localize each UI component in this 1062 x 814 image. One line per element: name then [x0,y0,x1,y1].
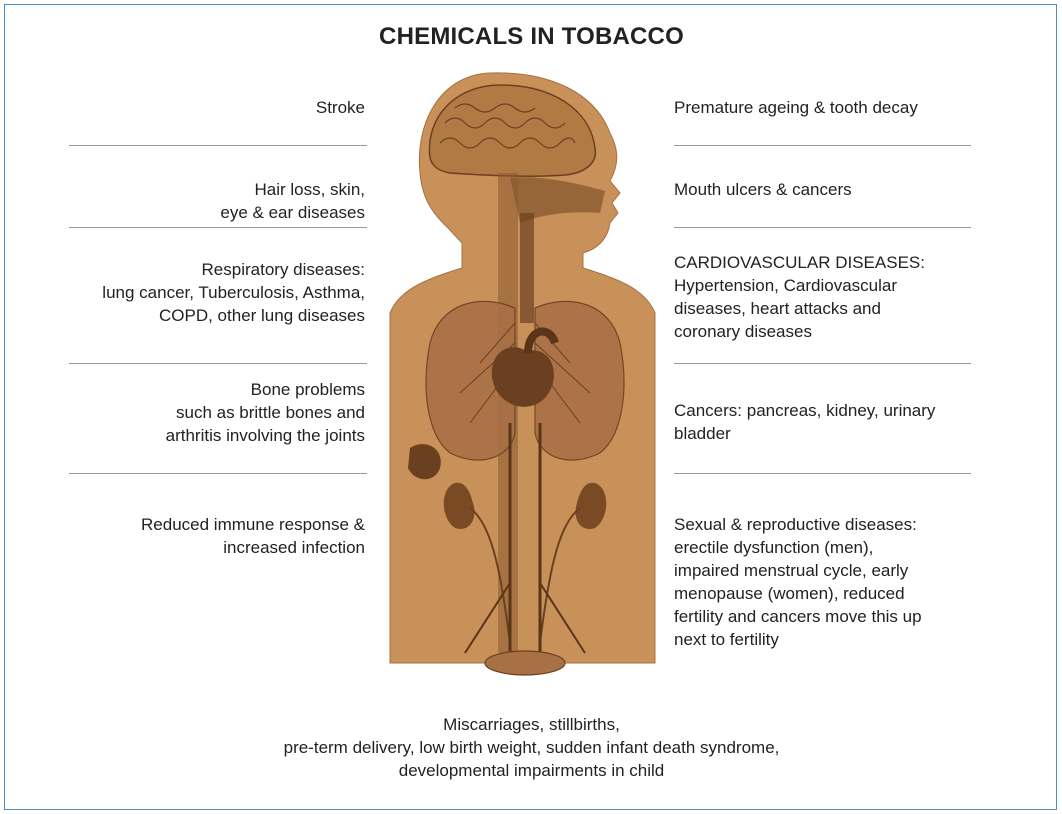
page-title: CHEMICALS IN TOBACCO [5,23,1057,51]
label-respiratory: Respiratory diseases: lung cancer, Tuber… [5,258,365,327]
label-reproductive: Sexual & reproductive diseases: erectile… [674,513,1014,651]
divider [674,145,971,146]
label-ageing: Premature ageing & tooth decay [674,96,1014,119]
divider [69,145,367,146]
label-cardiovascular: CARDIOVASCULAR DISEASES: Hypertension, C… [674,251,1014,343]
infographic-frame: CHEMICALS IN TOBACCO Stroke Hair loss, s… [4,4,1057,810]
divider [674,473,971,474]
divider [69,363,367,364]
label-hair-skin: Hair loss, skin, eye & ear diseases [5,178,365,224]
trachea [520,213,534,323]
divider [69,473,367,474]
divider [674,227,971,228]
label-bone: Bone problems such as brittle bones and … [5,378,365,447]
label-cancers: Cancers: pancreas, kidney, urinary bladd… [674,399,1014,445]
label-pregnancy: Miscarriages, stillbirths, pre-term deli… [5,713,1057,782]
human-anatomy-figure [370,63,675,693]
divider [674,363,971,364]
bladder [485,651,565,675]
label-immune: Reduced immune response & increased infe… [5,513,365,559]
divider [69,227,367,228]
label-mouth: Mouth ulcers & cancers [674,178,1014,201]
label-stroke: Stroke [5,96,365,119]
